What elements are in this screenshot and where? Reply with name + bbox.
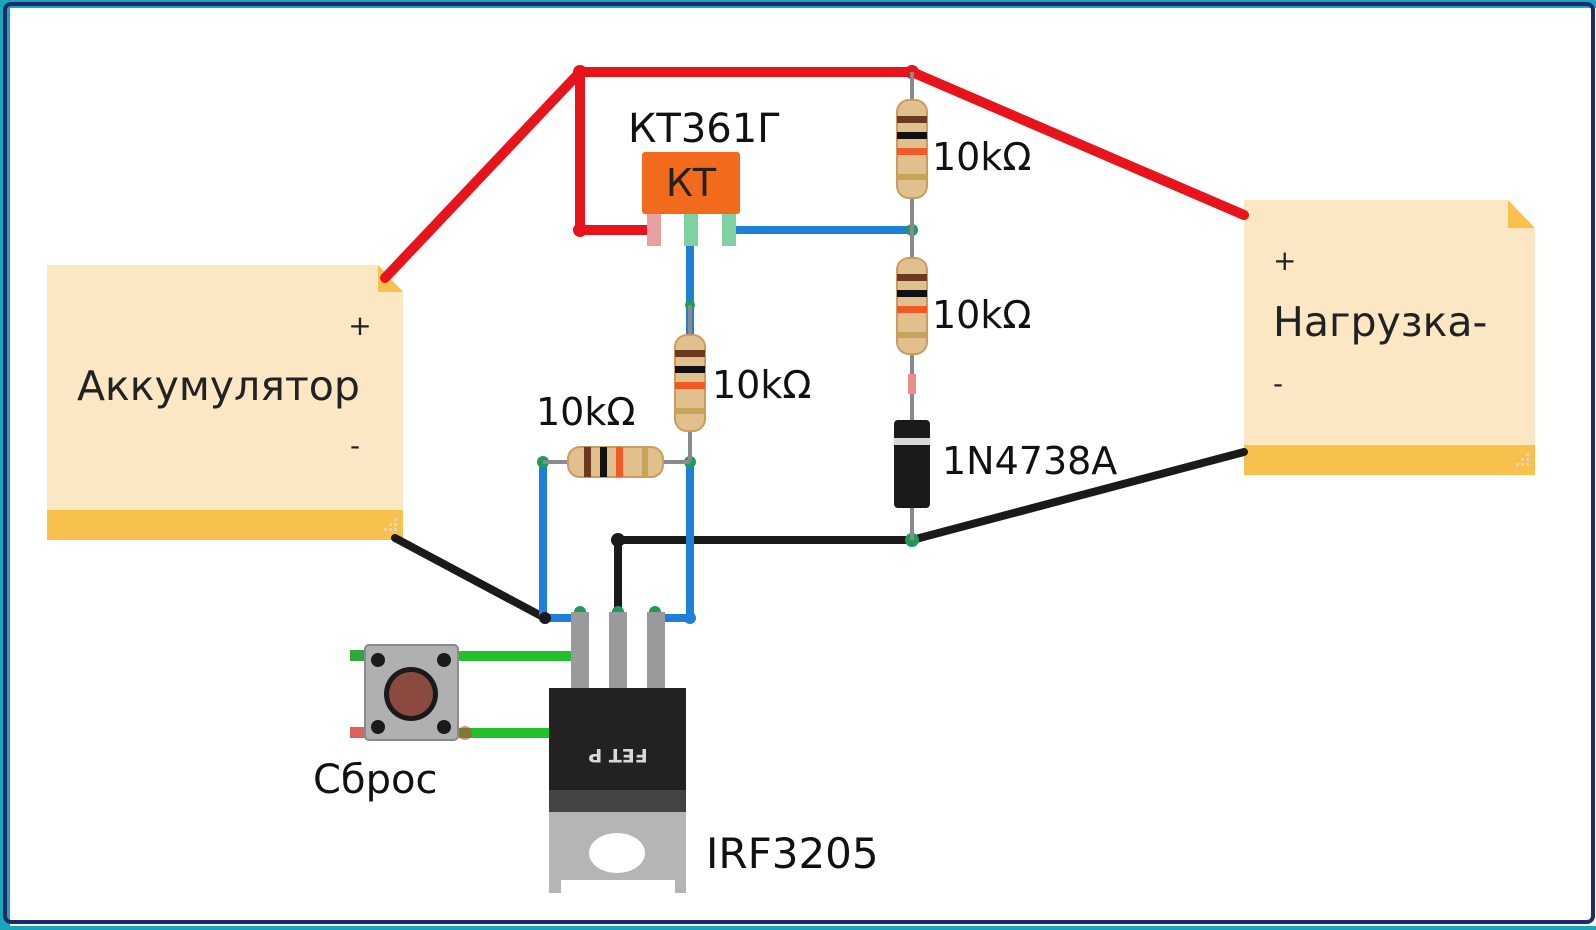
- load-plus-label: +: [1273, 244, 1296, 277]
- reset-button[interactable]: [350, 644, 459, 741]
- transistor-marking: КТ: [666, 161, 717, 205]
- resistor-mid[interactable]: [896, 230, 928, 425]
- load-note[interactable]: + Нагрузка- -: [1244, 200, 1535, 475]
- resistor-horizontal-label: 10kΩ: [536, 390, 635, 434]
- resistor-top[interactable]: [896, 72, 928, 230]
- mosfet-marking: FET P: [588, 744, 648, 766]
- load-name-label: Нагрузка-: [1273, 298, 1487, 346]
- zener-label: 1N4738A: [942, 439, 1117, 483]
- transistor-label: КТ361Г: [628, 106, 782, 152]
- resistor-horizontal[interactable]: [543, 446, 690, 478]
- zener-diode[interactable]: [894, 405, 930, 540]
- battery-plus-label: +: [348, 309, 371, 342]
- battery-minus-label: -: [350, 429, 360, 462]
- button-label: Сброс: [313, 757, 437, 803]
- mosfet-irf3205[interactable]: FET P: [549, 612, 686, 893]
- load-minus-label: -: [1273, 367, 1283, 400]
- transistor-kt361[interactable]: КТ: [642, 152, 740, 246]
- battery-name-label: Аккумулятор: [77, 362, 360, 410]
- mosfet-label: IRF3205: [706, 829, 879, 878]
- positive-wire[interactable]: [380, 67, 1249, 283]
- resistor-top-label: 10kΩ: [932, 135, 1031, 179]
- frame-border: [3, 2, 1595, 924]
- resistor-mid-label: 10kΩ: [932, 293, 1031, 337]
- resistor-vertical-left-label: 10kΩ: [712, 363, 811, 407]
- battery-note[interactable]: + Аккумулятор -: [47, 265, 403, 540]
- resistor-vertical-left[interactable]: [674, 305, 706, 462]
